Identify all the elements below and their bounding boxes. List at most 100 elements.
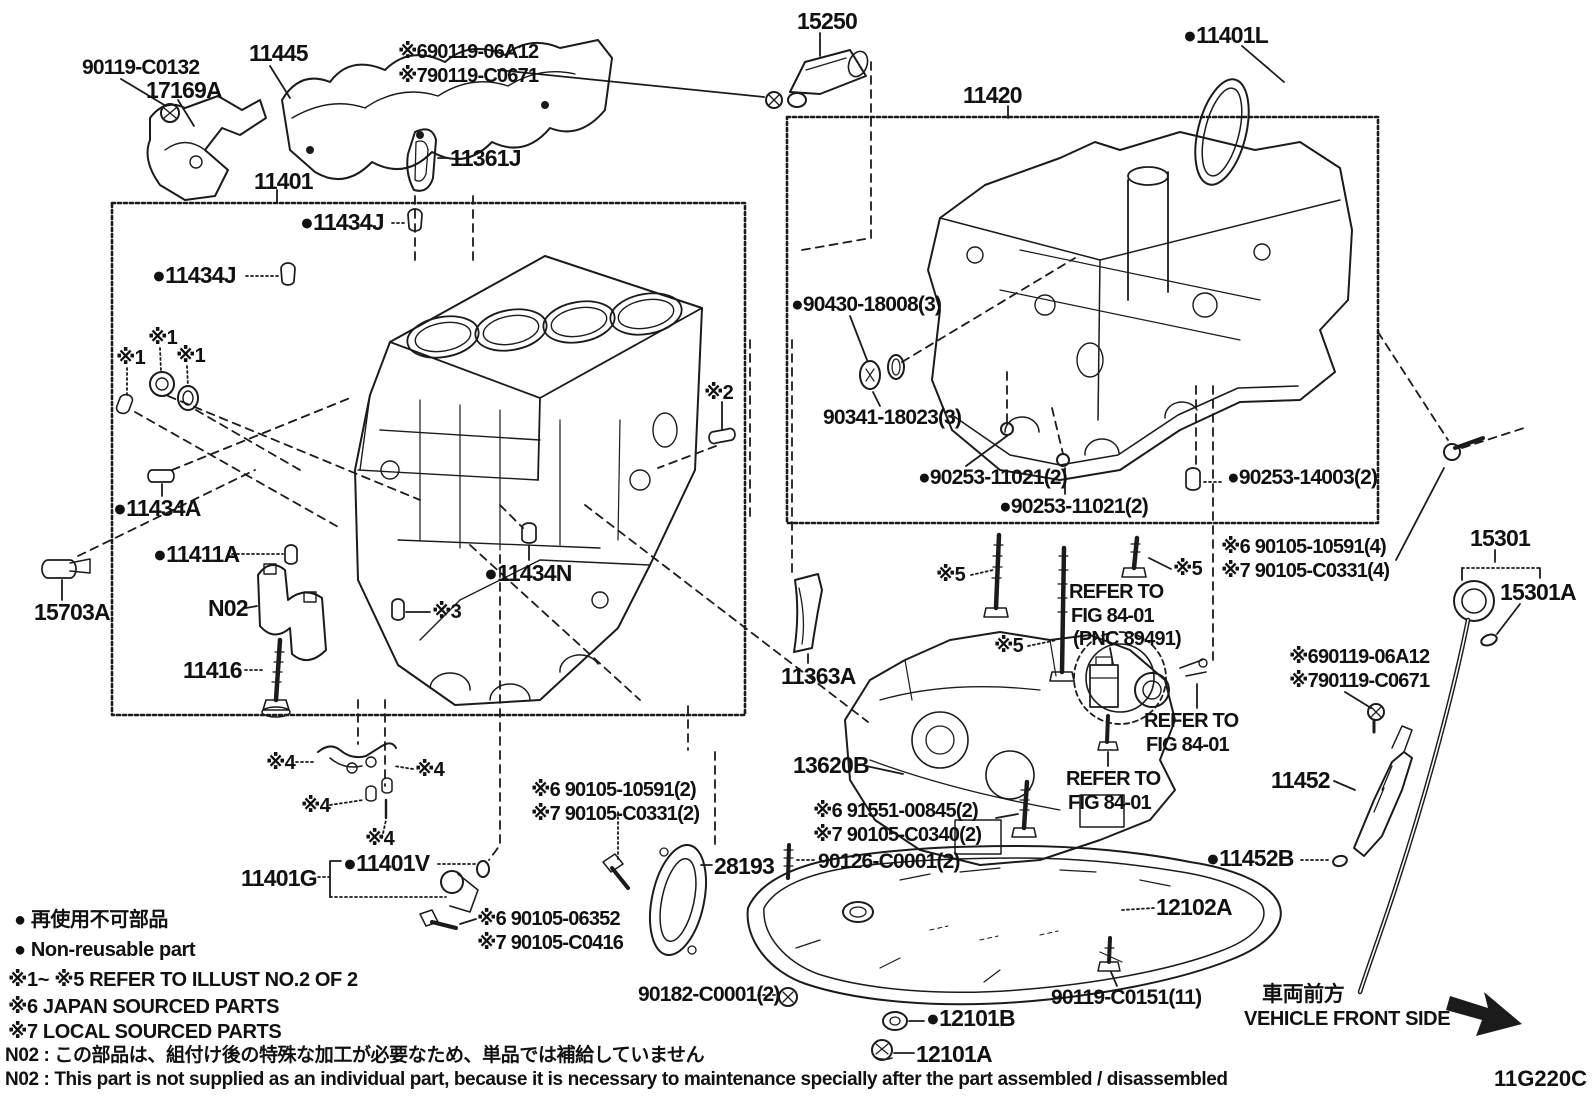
part-label-11434J-2: ●11434J bbox=[152, 262, 237, 288]
part-label-90182-C0001: 90182-C0001(2) bbox=[638, 983, 781, 1006]
bolt-90182-icon bbox=[778, 987, 798, 1007]
oil-pan-12102A-drawing bbox=[746, 845, 1282, 1006]
part-label-refer1-l1: REFER TO bbox=[1069, 581, 1164, 603]
part-label-11452: 11452 bbox=[1271, 767, 1330, 793]
vehicle-front-en: VEHICLE FRONT SIDE bbox=[1244, 1008, 1451, 1030]
nozzle-15703A-drawing bbox=[41, 558, 91, 579]
heat-insulator-drawing bbox=[281, 39, 613, 180]
part-label-90105-06352: ※6 90105-06352 bbox=[477, 908, 621, 930]
pin-mark3-icon bbox=[391, 598, 405, 621]
oring-11452B-icon bbox=[1332, 854, 1348, 868]
screw-90119-06A12-top-icon bbox=[765, 91, 783, 109]
part-label-11434A: ●11434A bbox=[113, 495, 201, 521]
part-label-90119-06A12-top: ※690119-06A12 bbox=[398, 41, 539, 63]
part-label-15703A: 15703A bbox=[34, 599, 111, 625]
bolt-90119-C0132-icon bbox=[160, 103, 180, 123]
part-label-90253-11021-2: ●90253-11021(2) bbox=[999, 495, 1149, 518]
part-label-11401: 11401 bbox=[254, 168, 313, 194]
legend-ref-illust: ※1~ ※5 REFER TO ILLUST NO.2 OF 2 bbox=[8, 969, 358, 991]
bolt-11416-icon bbox=[261, 637, 291, 718]
part-label-refer2-l2: FIG 84-01 bbox=[1146, 734, 1230, 756]
part-label-90105-C0416: ※7 90105-C0416 bbox=[477, 932, 624, 954]
washer-12101B-icon bbox=[882, 1011, 908, 1031]
part-label-refer3-l2: FIG 84-01 bbox=[1068, 792, 1152, 814]
part-label-90119-06A12-dip: ※690119-06A12 bbox=[1289, 646, 1430, 668]
part-label-mark4-c: ※4 bbox=[301, 795, 331, 817]
part-label-N02: N02 bbox=[208, 595, 249, 621]
part-label-mark1-c: ※1 bbox=[176, 345, 206, 367]
part-label-90253-11021-1: ●90253-11021(2) bbox=[918, 466, 1068, 489]
part-label-11411A: ●11411A bbox=[153, 541, 240, 567]
grommet-11434J-1-icon bbox=[407, 208, 423, 232]
part-label-mark3: ※3 bbox=[432, 601, 462, 623]
pin-11411A-icon bbox=[284, 544, 298, 565]
part-label-mark4-a: ※4 bbox=[266, 752, 296, 774]
pin-11434N-icon bbox=[521, 522, 537, 544]
part-label-11445: 11445 bbox=[249, 40, 308, 66]
part-label-15301A: 15301A bbox=[1500, 579, 1577, 605]
vehicle-front-arrow bbox=[1446, 992, 1522, 1036]
part-label-refer2-l1: REFER TO bbox=[1144, 710, 1239, 732]
legend-n02-en: N02 : This part is not supplied as an in… bbox=[5, 1069, 1228, 1090]
clamp-mark4-drawing bbox=[317, 742, 397, 820]
part-label-mark1-b: ※1 bbox=[148, 327, 178, 349]
part-label-11420: 11420 bbox=[963, 82, 1022, 108]
relief-valve-drawing bbox=[1089, 656, 1208, 751]
cylinder-block-drawing bbox=[354, 255, 703, 706]
part-label-90105-C0331-2: ※7 90105-C0331(2) bbox=[531, 803, 700, 825]
part-label-28193: 28193 bbox=[714, 853, 775, 879]
insulator-11361J-drawing bbox=[406, 128, 437, 192]
box-11420 bbox=[785, 115, 1380, 525]
part-label-11361J: 11361J bbox=[450, 145, 521, 171]
part-label-mark4-d: ※4 bbox=[365, 828, 395, 850]
dipstick-drawing bbox=[1357, 436, 1498, 995]
part-label-mark1-a: ※1 bbox=[116, 347, 146, 369]
dashed-reference-lines bbox=[77, 61, 1525, 861]
plug-12101A-icon bbox=[871, 1039, 893, 1061]
part-label-refer3-l1: REFER TO bbox=[1066, 768, 1161, 790]
leader-lines bbox=[61, 32, 1541, 1054]
upper-crankcase-drawing bbox=[927, 131, 1353, 481]
part-label-11416: 11416 bbox=[183, 657, 242, 683]
guide-11452-drawing bbox=[1353, 725, 1413, 857]
part-label-11363A: 11363A bbox=[781, 663, 856, 689]
part-label-mark2: ※2 bbox=[704, 382, 734, 404]
part-label-90105-10591-4: ※6 90105-10591(4) bbox=[1221, 536, 1387, 558]
part-label-90119-C0132: 90119-C0132 bbox=[82, 56, 200, 79]
sensor-11401V-drawing bbox=[440, 860, 490, 913]
part-label-12102A: 12102A bbox=[1156, 894, 1233, 920]
part-label-13620B: 13620B bbox=[793, 752, 870, 778]
part-label-90105-C0340: ※7 90105-C0340(2) bbox=[813, 824, 982, 846]
oil-pump-13620B-drawing bbox=[844, 631, 1176, 866]
part-label-mark4-b: ※4 bbox=[415, 759, 445, 781]
sensor-15250-drawing bbox=[787, 49, 869, 108]
part-label-11401V: ●11401V bbox=[343, 850, 430, 876]
part-label-refer1-l3: (PNC 89491) bbox=[1073, 628, 1182, 650]
part-label-mark5-a: ※5 bbox=[936, 564, 966, 586]
part-label-90253-14003: ●90253-14003(2) bbox=[1227, 466, 1378, 489]
part-label-90119-C0671-dip: ※790119-C0671 bbox=[1289, 670, 1430, 692]
grommet-11434J-2-icon bbox=[280, 262, 296, 286]
part-label-90119-C0671-top: ※790119-C0671 bbox=[398, 65, 539, 87]
part-label-90119-C0151: 90119-C0151(11) bbox=[1051, 986, 1202, 1009]
part-label-90105-C0331-4: ※7 90105-C0331(4) bbox=[1221, 560, 1390, 582]
part-label-mark5-b: ※5 bbox=[994, 635, 1024, 657]
part-label-90105-10591-2: ※6 90105-10591(2) bbox=[531, 779, 697, 801]
part-label-17169A: 17169A bbox=[146, 77, 223, 103]
part-label-11434N: ●11434N bbox=[484, 560, 572, 586]
pin-11434A-icon bbox=[147, 469, 175, 483]
bearing-cap-N02-drawing bbox=[257, 563, 327, 661]
part-label-11452B: ●11452B bbox=[1206, 845, 1294, 871]
legend-nonreusable-en: ● Non-reusable part bbox=[14, 939, 196, 961]
bolt-10591-2-icon bbox=[602, 853, 630, 890]
pipe-11363A-drawing bbox=[793, 573, 823, 653]
part-label-90126-C0001: 90126-C0001(2) bbox=[818, 850, 961, 873]
legend-local-sourced: ※7 LOCAL SOURCED PARTS bbox=[8, 1021, 282, 1043]
part-label-11401G: 11401G bbox=[241, 865, 318, 891]
seal-90430-icons bbox=[859, 354, 905, 390]
part-label-12101A: 12101A bbox=[916, 1041, 993, 1067]
